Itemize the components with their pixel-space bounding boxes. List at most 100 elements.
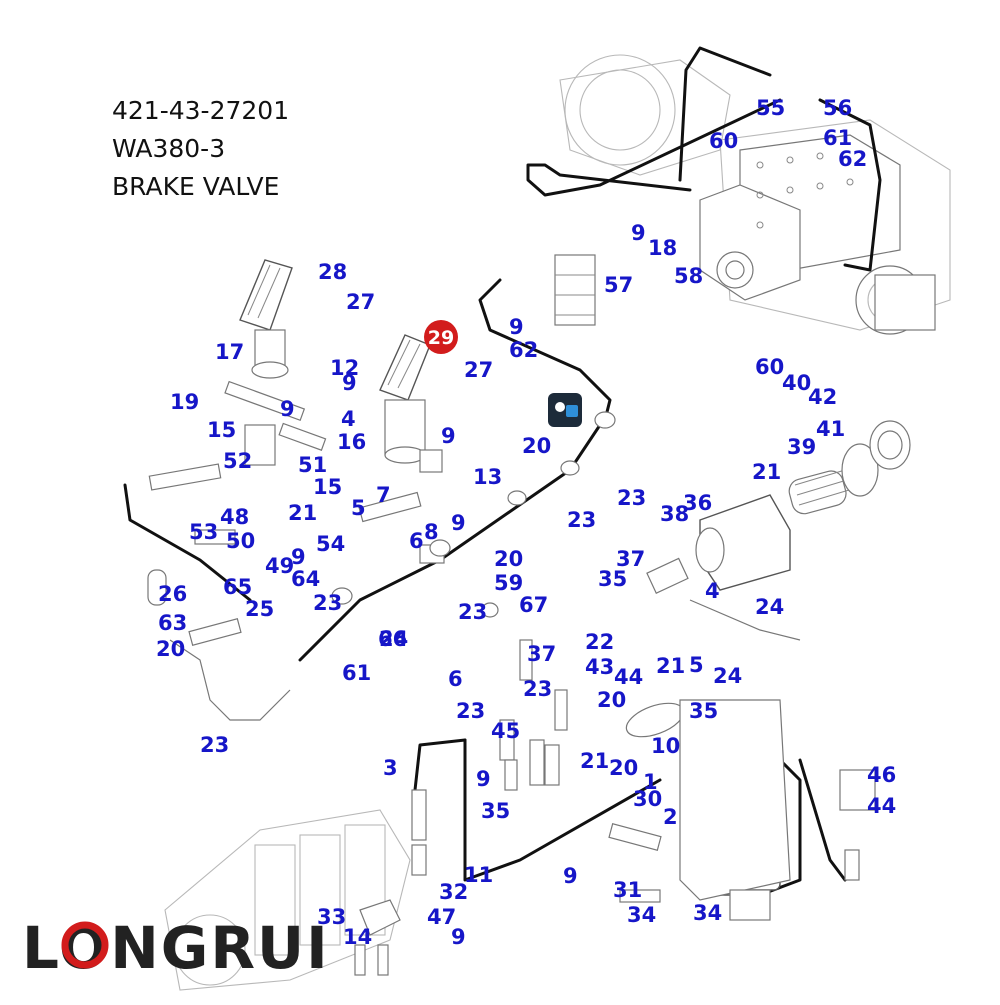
callout-number: 24 [755, 595, 784, 619]
hose-right-valve [798, 758, 847, 882]
callout-number: 17 [215, 340, 244, 364]
callout-number: 34 [693, 901, 722, 925]
callout-number: 5 [351, 496, 366, 520]
clamps [331, 254, 616, 618]
lower-manifold [499, 639, 685, 903]
highlight-marker-29: 29 [424, 320, 458, 354]
hose-center-long [478, 278, 612, 422]
hydraulic-pump [164, 789, 427, 991]
longrui-logo: LONGRUI [22, 914, 328, 982]
callout-number: 21 [580, 749, 609, 773]
callout-number: 47 [427, 905, 456, 929]
callout-number: 7 [376, 483, 391, 507]
callout-number: 9 [291, 545, 306, 569]
brake-pedal-left [239, 259, 293, 379]
callout-number: 30 [633, 787, 662, 811]
callout-number: 20 [597, 688, 626, 712]
callout-number: 23 [456, 699, 485, 723]
assembly-description: BRAKE VALVE [112, 172, 280, 201]
callout-number: 10 [651, 734, 680, 758]
callout-number: 35 [598, 567, 627, 591]
callout-number: 3 [383, 756, 398, 780]
callout-number: 9 [563, 864, 578, 888]
callout-number: 61 [823, 126, 852, 150]
callout-number: 23 [523, 677, 552, 701]
callout-number: 34 [627, 903, 656, 927]
callout-number: 59 [494, 571, 523, 595]
callout-number: 57 [604, 273, 633, 297]
hose-pump-line [413, 738, 467, 792]
callout-number: 32 [439, 880, 468, 904]
callout-number: 45 [491, 719, 520, 743]
callout-number: 6 [448, 667, 463, 691]
rear-axle-housing [559, 54, 951, 335]
callout-number: 60 [709, 129, 738, 153]
callout-number: 20 [156, 637, 185, 661]
callout-number: 62 [509, 338, 538, 362]
app-badge-icon [548, 393, 582, 427]
callout-number: 22 [585, 630, 614, 654]
callout-number: 41 [816, 417, 845, 441]
callout-number: 9 [280, 397, 295, 421]
hose-axle-right [818, 98, 882, 272]
filter-assembly [646, 420, 911, 641]
callout-number: 37 [616, 547, 645, 571]
hose-axle-upper [678, 46, 772, 182]
callout-number: 19 [170, 390, 199, 414]
callout-number: 49 [265, 554, 294, 578]
callout-number: 65 [223, 575, 252, 599]
callout-number: 23 [200, 733, 229, 757]
callout-number: 33 [317, 905, 346, 929]
callout-number: 44 [867, 794, 896, 818]
callout-number: 25 [245, 597, 274, 621]
callout-number: 18 [648, 236, 677, 260]
callout-number: 35 [481, 799, 510, 823]
logo-accent-ring [61, 921, 109, 969]
callout-number: 54 [316, 532, 345, 556]
part-number: 421-43-27201 [112, 96, 290, 125]
callout-number: 23 [567, 508, 596, 532]
callout-number: 53 [189, 520, 218, 544]
callout-number: 62 [838, 147, 867, 171]
callout-number: 21 [752, 460, 781, 484]
callout-number: 9 [451, 511, 466, 535]
callout-number: 16 [337, 430, 366, 454]
machine-model: WA380-3 [112, 134, 226, 163]
callout-number: 12 [330, 356, 359, 380]
callout-number: 64 [291, 567, 320, 591]
callout-number: 58 [674, 264, 703, 288]
callout-number: 9 [509, 315, 524, 339]
accumulators [679, 699, 876, 921]
callout-number: 8 [424, 520, 439, 544]
callout-number: 24 [713, 664, 742, 688]
callout-number: 4 [341, 407, 356, 431]
callout-number: 9 [451, 925, 466, 949]
callout-number: 31 [613, 878, 642, 902]
callout-number: 50 [226, 529, 255, 553]
callout-number: 20 [494, 547, 523, 571]
callout-number: 44 [614, 665, 643, 689]
callout-number: 23 [617, 486, 646, 510]
callout-number: 35 [689, 699, 718, 723]
hose-left-lower [123, 483, 252, 602]
callout-number: 42 [808, 385, 837, 409]
marker-label: 29 [428, 327, 454, 349]
callout-number: 27 [346, 290, 375, 314]
callout-number: 38 [660, 502, 689, 526]
callout-number: 36 [683, 491, 712, 515]
callout-number: 55 [756, 96, 785, 120]
callout-number: 48 [220, 505, 249, 529]
callout-number: 52 [223, 449, 252, 473]
callout-number: 40 [782, 371, 811, 395]
callout-number: 15 [313, 475, 342, 499]
callout-number: 37 [527, 642, 556, 666]
callout-number: 11 [464, 863, 493, 887]
callout-number: 9 [441, 424, 456, 448]
hydraulic-hoses [123, 46, 882, 897]
hose-axle-loop [526, 98, 782, 197]
callout-number: 14 [343, 925, 372, 949]
callout-number: 21 [288, 501, 317, 525]
callout-number: 2 [663, 805, 678, 829]
